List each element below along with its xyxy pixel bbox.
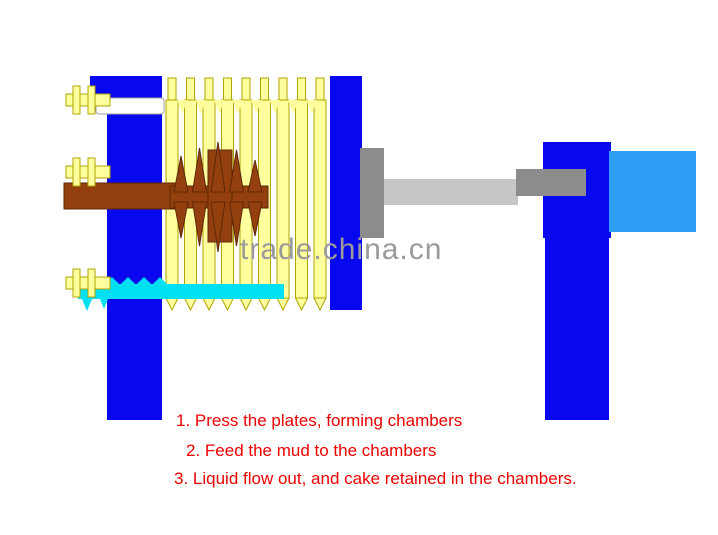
liquid-drip [100,299,108,309]
liquid-wave [120,277,136,285]
filter-plate [313,77,327,311]
mud-spike [228,201,245,247]
mud-spike [247,201,263,237]
step-3-label: 3. Liquid flow out, and cake retained in… [174,469,577,488]
valve-fitting [87,157,96,187]
ram-flange [360,148,384,238]
filter-plate [295,77,308,311]
mud-spike [210,201,226,253]
side-valve-fittings [65,85,111,298]
liquid-wave [136,277,152,285]
hydraulic-cylinder [609,151,696,232]
mud-spike [228,149,245,193]
valve-fitting [72,157,81,187]
valve-fitting [87,85,96,115]
liquid-wave [152,277,168,285]
liquid-drip [82,299,92,311]
mud-spike [173,155,189,193]
step-2-label: 2. Feed the mud to the chambers [186,441,437,460]
movable-head-plate [330,76,362,310]
piston [516,169,586,196]
valve-fitting [72,85,81,115]
valve-fitting [87,268,96,298]
mud-feed-pipe [63,182,177,210]
mud-feed-and-cake [63,141,269,253]
filter-plate [276,77,290,311]
right-support-leg [545,238,609,420]
step-1-label: 1. Press the plates, forming chambers [176,411,463,430]
valve-fitting [72,268,81,298]
mud-spike [191,201,208,247]
liquid-stream [78,284,284,299]
mud-spike [191,147,208,193]
mud-spike [210,141,226,193]
watermark: trade.china.cn [240,233,443,266]
mud-spike [173,201,189,239]
mud-spike [247,159,263,193]
left-frame-column [107,76,162,420]
hydraulic-rod [384,179,518,205]
